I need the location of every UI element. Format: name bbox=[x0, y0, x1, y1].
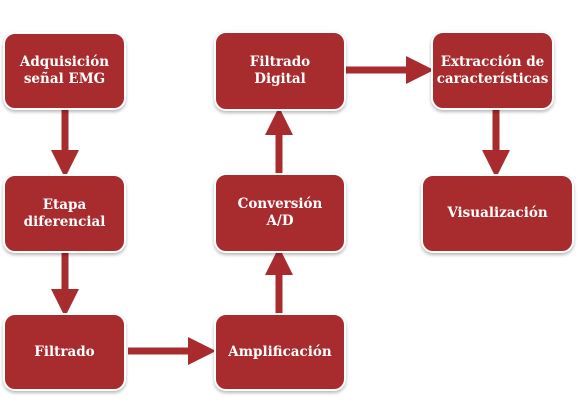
node-amplificacion: Amplificación bbox=[214, 313, 346, 391]
node-filtrado: Filtrado bbox=[3, 313, 126, 391]
node-visualizacion: Visualización bbox=[421, 174, 574, 253]
node-adquisicion-senal-emg: Adquisición señal EMG bbox=[3, 32, 126, 110]
node-extraccion-caracteristicas: Extracción de características bbox=[431, 31, 554, 110]
node-filtrado-digital: Filtrado Digital bbox=[214, 31, 346, 111]
node-etapa-diferencial: Etapa diferencial bbox=[3, 174, 126, 253]
node-conversion-ad: Conversión A/D bbox=[214, 173, 346, 253]
